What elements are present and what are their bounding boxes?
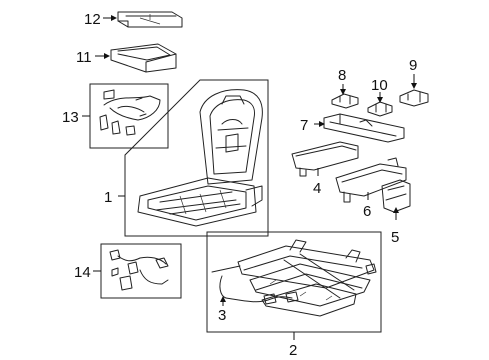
part-11-label: 11 [76, 49, 92, 66]
part-2-label: 2 [289, 342, 297, 359]
part-11-arrow [104, 53, 110, 59]
part-11-shape [110, 43, 177, 73]
part-1-box [124, 79, 269, 237]
part-1-shape [137, 89, 263, 227]
part-3-label: 3 [218, 307, 226, 324]
part-5-shape [381, 179, 411, 213]
part-7-shape [323, 113, 405, 143]
part-8-arrow [340, 89, 346, 95]
part-6-label: 6 [363, 203, 371, 220]
part-10-arrow [377, 97, 383, 103]
part-13-label: 13 [62, 109, 79, 126]
part-12-arrow [111, 15, 117, 21]
part-13-shape [99, 89, 161, 136]
part-3-shape [211, 265, 299, 305]
part-10-shape [367, 101, 393, 117]
part-7-arrow [319, 121, 325, 127]
part-9-shape [399, 89, 429, 107]
part-14-shape [109, 249, 169, 291]
part-2-shape [237, 239, 377, 317]
part-5-label: 5 [391, 229, 399, 246]
part-1-label: 1 [104, 189, 112, 206]
part-9-arrow [411, 83, 417, 89]
part-4-label: 4 [313, 180, 321, 197]
part-12-shape [117, 11, 183, 28]
part-7-label: 7 [300, 117, 308, 134]
part-14-label: 14 [74, 264, 91, 281]
part-12-label: 12 [84, 11, 101, 28]
part-10-label: 10 [371, 77, 388, 94]
part-8-shape [331, 93, 359, 109]
part-4-shape [291, 141, 359, 177]
part-3-arrow [220, 296, 226, 302]
part-14-box [100, 243, 182, 299]
part-6-shape [335, 157, 407, 203]
part-8-label: 8 [338, 67, 346, 84]
part-9-label: 9 [409, 57, 417, 74]
part-5-arrow [393, 207, 399, 213]
